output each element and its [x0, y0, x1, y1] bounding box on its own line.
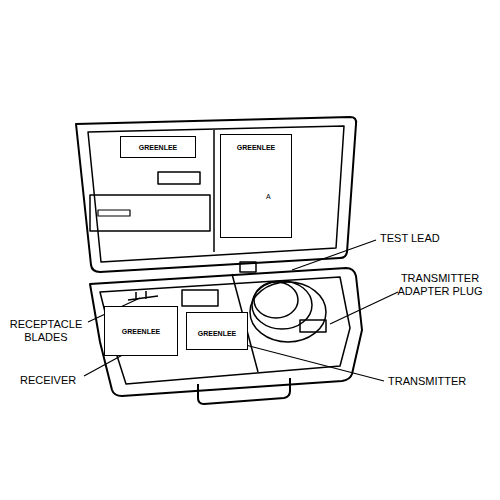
device-panel: GREENLEE: [220, 134, 292, 238]
cable-coil: [252, 281, 312, 329]
cable-coil: [250, 282, 326, 342]
brand-name: GREENLEE: [139, 143, 178, 152]
cable-coil: [254, 282, 298, 318]
lid-pocket: [90, 195, 210, 231]
leader-line: [330, 292, 398, 324]
device-panel: GREENLEE: [104, 306, 178, 356]
device-panel: GREENLEE: [186, 312, 248, 350]
case-body: [90, 268, 362, 396]
brand-name: GREENLEE: [237, 143, 276, 152]
device-panel: GREENLEE: [120, 136, 196, 158]
case-lid: [76, 117, 356, 272]
lid-divider: [213, 130, 215, 252]
lid-slot: [158, 172, 200, 184]
callout-label: A: [266, 190, 278, 203]
pocket-slot: [98, 210, 130, 216]
receptacle-blades: [128, 291, 158, 300]
brand-name: GREENLEE: [198, 329, 237, 338]
brand-name: GREENLEE: [122, 327, 161, 336]
lid-inner: [88, 126, 344, 262]
body-inner: [100, 277, 350, 384]
adapter-plug-box: [182, 290, 218, 306]
leader-line: [234, 342, 384, 381]
adapter-plug: [300, 320, 326, 332]
test-lead-clip: [240, 262, 256, 272]
callout-label: RECEPTACLE BLADES: [4, 318, 88, 344]
leader-line: [292, 240, 376, 270]
callout-label: TRANSMITTER: [388, 375, 488, 388]
callout-label: TEST LEAD: [380, 232, 490, 245]
callout-label: RECEIVER: [20, 374, 100, 387]
callout-label: TRANSMITTER ADAPTER PLUG: [388, 272, 492, 298]
case-handle: [198, 378, 290, 404]
